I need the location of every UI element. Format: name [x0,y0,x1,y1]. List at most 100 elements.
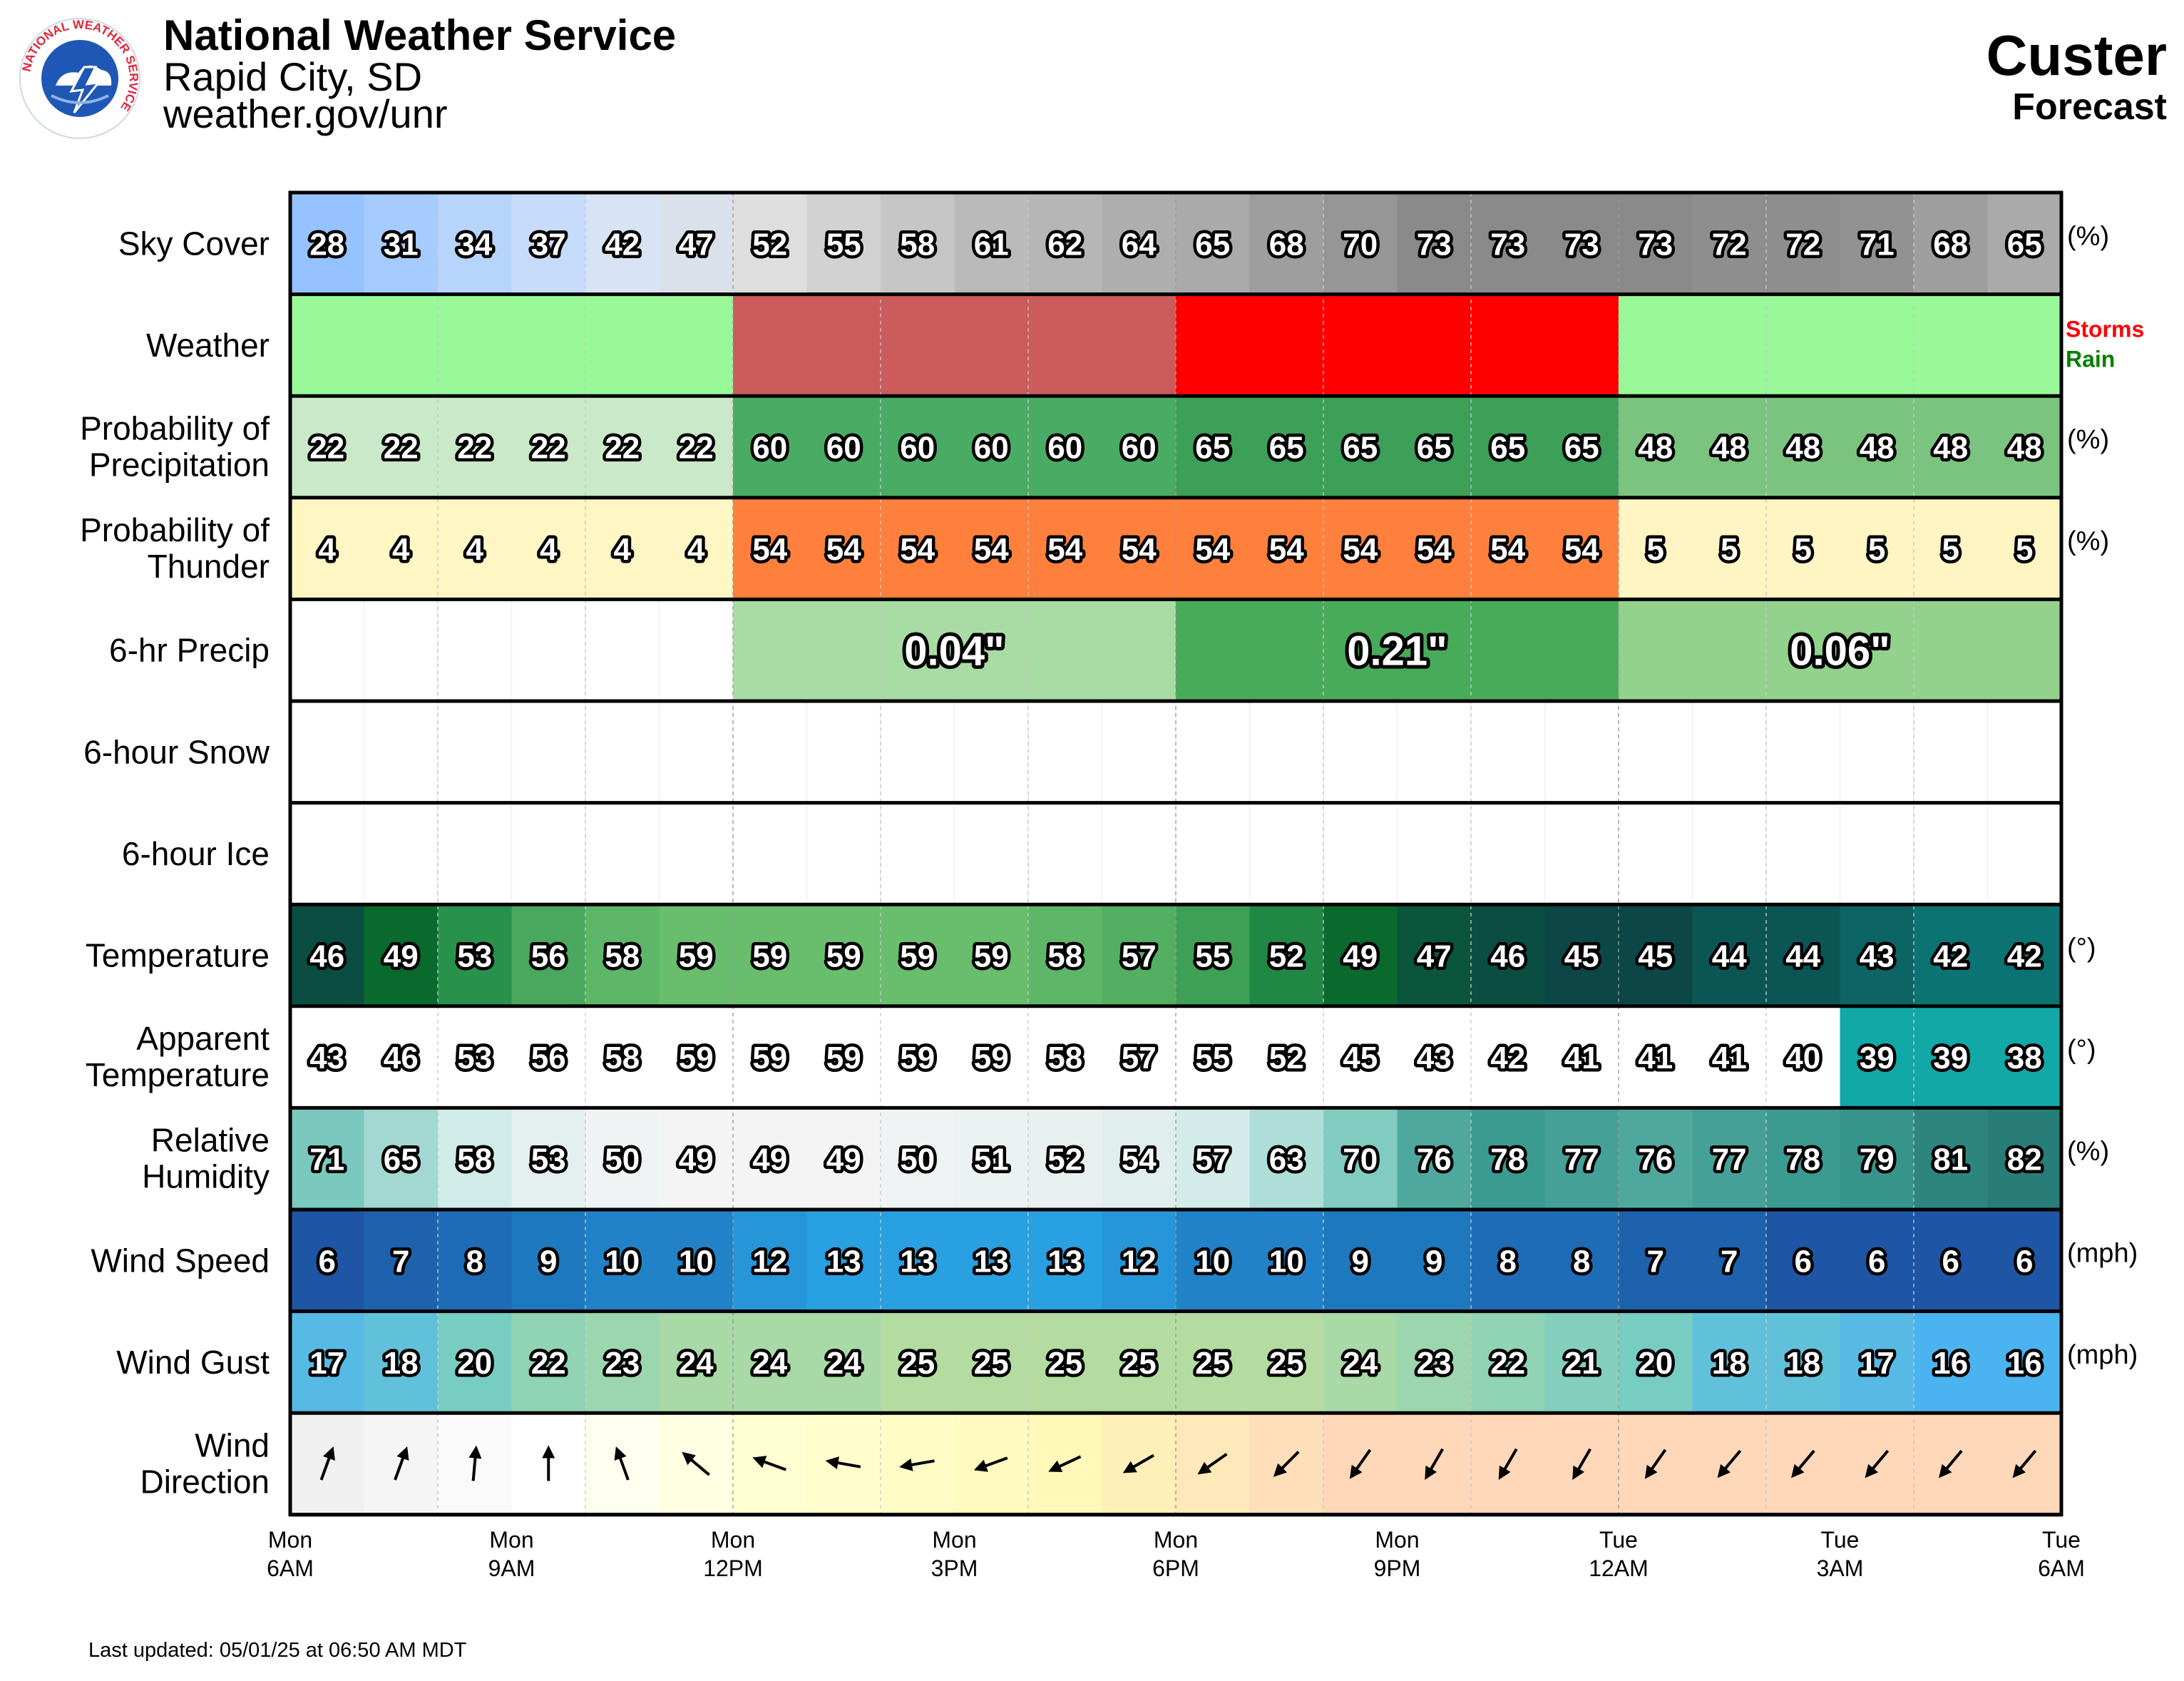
cell-value-apparent: 59 [900,1041,935,1075]
time-label-hour: 6AM [267,1555,314,1581]
row-label-qpf: 6-hr Precip [109,632,270,669]
cell-rh [1249,1108,1324,1210]
cell-value-wspd: 6 [1868,1244,1885,1279]
cell-gust [659,1311,734,1414]
cell-value-apparent: 45 [1343,1041,1378,1075]
cell-sky [659,193,734,295]
row-unit-wspd: (mph) [2067,1238,2138,1268]
cell-value-gust: 23 [605,1346,640,1381]
cell-sky [1692,193,1767,295]
cell-sky [1176,193,1251,295]
cell-temp [733,904,808,1006]
cell-wspd [1176,1210,1251,1312]
cell-weather [1323,294,1398,397]
row-label-rh: Relative [151,1122,270,1159]
arrow-head [899,1458,913,1471]
cell-value-pop: 22 [531,431,566,466]
cell-rh [1471,1108,1546,1210]
cell-temp [1176,904,1251,1006]
arrow-shaft [1130,1453,1155,1470]
cell-value-temp: 45 [1564,939,1599,974]
cell-rh [1987,1108,2062,1210]
cell-value-rh: 77 [1712,1143,1747,1177]
time-label-day: Mon [268,1527,312,1553]
cell-value-pop: 48 [1860,431,1895,466]
cell-wspd [1323,1210,1398,1312]
cell-rh [733,1108,808,1210]
cell-sky [733,193,808,295]
cell-rh [1028,1108,1103,1210]
cell-pop [1249,396,1324,498]
cell-value-thunder: 4 [466,532,484,567]
cell-thunder [1544,497,1619,600]
wind-direction-arrow [752,1456,786,1471]
cell-rh [438,1108,513,1210]
cell-rh [1619,1108,1693,1210]
time-label-hour: 6AM [2038,1555,2085,1581]
cell-pop [585,396,660,498]
arrow-head [682,1451,696,1466]
arrow-head [973,1459,988,1472]
cell-value-temp: 59 [752,939,787,974]
cell-apparent [1102,1006,1176,1108]
wind-direction-arrow [1048,1455,1082,1473]
row-label-sky: Sky Cover [118,225,270,262]
arrow-head [752,1456,767,1468]
cell-wspd [511,1210,586,1312]
cell-thunder [733,497,808,600]
cell-sky [1397,193,1472,295]
cell-value-thunder: 5 [2016,532,2033,567]
cell-apparent [585,1006,660,1108]
row-label-pop: Probability of [80,410,270,447]
cell-temp [1028,904,1103,1006]
cell-value-rh: 77 [1564,1143,1599,1177]
cell-weather [954,294,1029,397]
cell-value-rh: 70 [1343,1143,1378,1177]
time-label-hour: 9AM [488,1555,535,1581]
cell-value-apparent: 59 [974,1041,1009,1075]
wind-direction-arrow [1122,1453,1155,1473]
cell-value-wspd: 6 [1795,1244,1812,1279]
time-label-day: Mon [932,1527,976,1553]
cell-pop [1692,396,1767,498]
wind-direction-arrow [973,1456,1008,1472]
cell-thunder [1397,497,1472,600]
cell-pop [1397,396,1472,498]
cell-weather [733,294,808,397]
cell-value-pop: 22 [384,431,419,466]
precip-total: 0.21" [1347,628,1447,675]
arrow-head [1717,1463,1731,1478]
time-label-day: Tue [2042,1527,2081,1553]
cell-value-apparent: 53 [457,1041,492,1075]
cell-rh [1914,1108,1989,1210]
cell-gust [806,1311,881,1414]
cell-thunder [1102,497,1176,600]
cell-pop [1914,396,1989,498]
cell-temp [1840,904,1914,1006]
cell-value-rh: 79 [1860,1143,1895,1177]
cell-gust [290,1311,365,1414]
cell-weather [881,294,955,397]
cell-rh [585,1108,660,1210]
cell-weather [1914,294,1989,397]
cell-value-sky: 70 [1343,227,1378,262]
cell-thunder [1249,497,1324,600]
cell-value-gust: 22 [1490,1346,1525,1381]
cell-thunder [438,497,513,600]
cell-value-apparent: 55 [1195,1041,1230,1075]
cell-value-gust: 18 [1785,1346,1820,1381]
office-url[interactable]: weather.gov/unr [163,91,448,136]
arrow-head [825,1456,839,1469]
cell-value-temp: 59 [826,939,861,974]
cell-temp [1914,904,1989,1006]
cell-apparent [881,1006,955,1108]
cell-gust [1249,1311,1324,1414]
cell-thunder [1471,497,1546,600]
cell-weather [1619,294,1693,397]
cell-value-rh: 51 [974,1143,1009,1177]
cell-wspd [1619,1210,1693,1312]
cell-value-pop: 48 [1712,431,1747,466]
arrow-shaft [1723,1449,1742,1471]
arrow-shaft [1354,1448,1372,1472]
cell-pop [1176,396,1251,498]
